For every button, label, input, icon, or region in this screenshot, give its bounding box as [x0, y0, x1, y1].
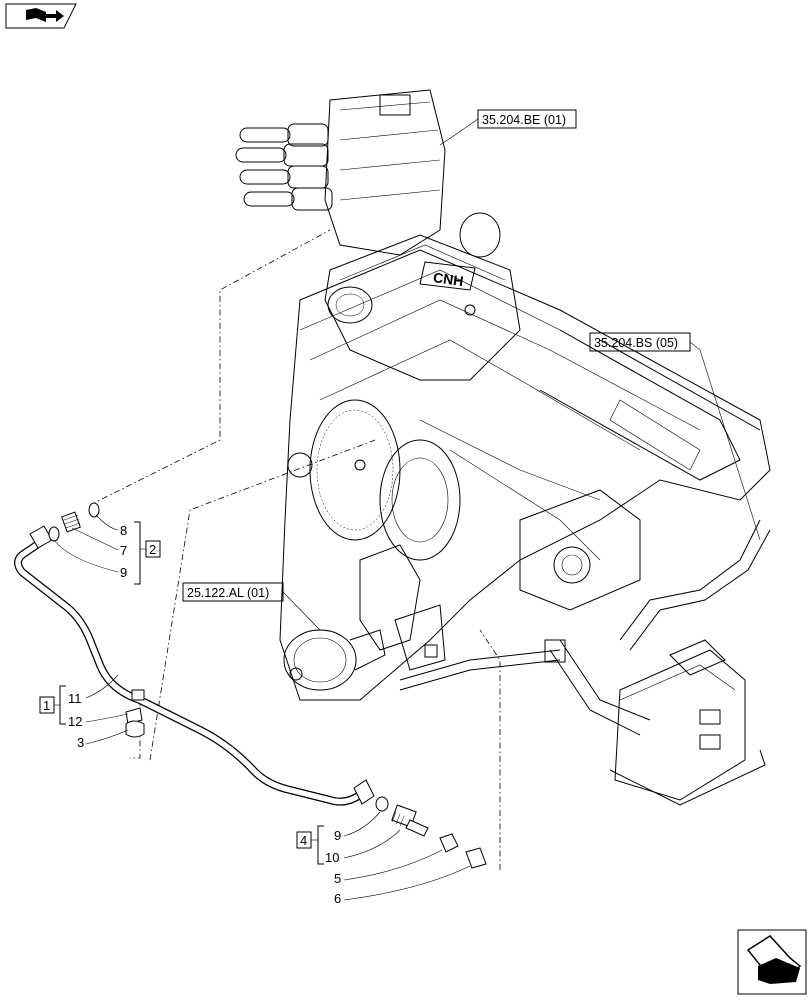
accumulator [283, 629, 386, 691]
callout-9a: 9 [120, 565, 127, 580]
callout-6: 6 [334, 891, 341, 906]
cnh-logo: CNH [419, 261, 476, 291]
svg-text:35.204.BS (05): 35.204.BS (05) [594, 336, 678, 350]
callout-3: 3 [77, 735, 84, 750]
callout-12: 12 [68, 714, 82, 729]
pipe-assembly [14, 525, 375, 806]
svg-text:35.204.BE (01): 35.204.BE (01) [482, 113, 566, 127]
next-page-arrow-icon[interactable] [737, 929, 807, 995]
svg-text:1: 1 [43, 698, 50, 713]
callout-10: 10 [325, 850, 339, 865]
svg-text:CNH: CNH [432, 269, 464, 289]
adapter-fitting-7 [61, 511, 81, 533]
svg-text:25.122.AL (01): 25.122.AL (01) [187, 586, 269, 600]
kit-box-1: 1 [39, 696, 55, 714]
callout-5: 5 [334, 871, 341, 886]
callout-11: 11 [68, 691, 82, 706]
callout-9b: 9 [334, 828, 341, 843]
callouts: 8 7 9 2 1 11 12 3 4 9 10 [39, 514, 471, 906]
reference-box-35-204-be[interactable]: 35.204.BE (01) [439, 109, 577, 146]
callout-7: 7 [120, 543, 127, 558]
adapter-fitting-10 [391, 804, 429, 837]
upper-valve-block [235, 89, 446, 256]
reference-box-25-122-al[interactable]: 25.122.AL (01) [182, 582, 321, 631]
svg-text:4: 4 [300, 833, 307, 848]
kit-box-4: 4 [296, 831, 312, 849]
svg-text:2: 2 [149, 542, 156, 557]
callout-8: 8 [120, 523, 127, 538]
small-parts [48, 502, 487, 869]
kit-box-2: 2 [145, 540, 161, 558]
tractor-transmission-drawing: CNH [279, 212, 771, 806]
reference-box-35-204-bs[interactable]: 35.204.BS (05) [589, 332, 761, 541]
quick-couplers [235, 123, 333, 211]
book-open-arrow-icon[interactable] [5, 3, 77, 29]
